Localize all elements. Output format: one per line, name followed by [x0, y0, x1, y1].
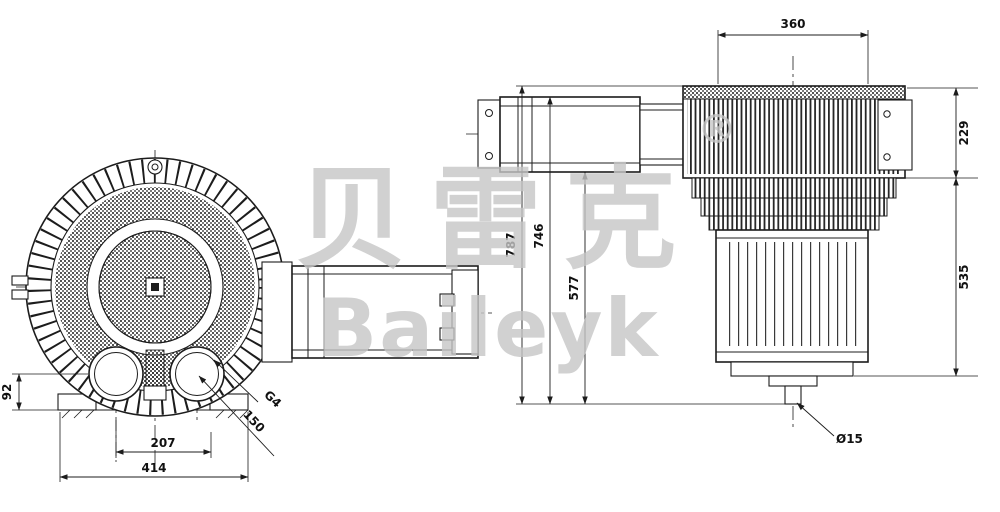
shaft-end: [784, 385, 802, 405]
dim-207: 207: [115, 420, 212, 458]
dim-787-label: 787: [504, 232, 518, 257]
dim-746-label: 746: [532, 223, 546, 248]
dim-g4-label: G4: [261, 388, 284, 411]
dim-787: 787: [504, 85, 785, 405]
top-bolt: [147, 159, 163, 175]
dim-92-label: 92: [0, 384, 14, 401]
dim-92: 92: [0, 373, 88, 411]
left-port-lug: [11, 275, 29, 286]
blower-housing-front: [11, 157, 285, 417]
dim-229-label: 229: [957, 120, 971, 145]
dim-207-label: 207: [150, 436, 175, 450]
dim-535: 535: [953, 177, 971, 377]
side-flange-plate: [877, 99, 913, 171]
watermark-chinese: 贝雷克: [295, 155, 698, 285]
motor-box-front: [261, 261, 479, 363]
dim-577-label: 577: [567, 275, 581, 300]
dim-414-label: 414: [141, 461, 166, 475]
dim-414: 414: [59, 412, 249, 482]
dim-746: 746: [532, 96, 553, 405]
dim-15-label: Ø15: [836, 432, 863, 446]
dim-15: Ø15: [796, 402, 863, 446]
watermark: 贝雷克 Baileyk ®: [295, 107, 737, 375]
dim-535-label: 535: [957, 264, 971, 289]
stepped-fin-rings: [691, 177, 897, 231]
front-view: 92 207 414 150 G4: [0, 150, 492, 482]
blower-housing-side: [682, 85, 913, 179]
dim-360: 360: [717, 17, 869, 84]
dim-577: 577: [567, 171, 588, 405]
side-view: 360 229 535 787 746 577 Ø15: [466, 17, 978, 446]
inlet-outlet-ports: [88, 346, 225, 402]
registered-trademark-icon: ®: [697, 107, 737, 153]
watermark-latin: Baileyk: [316, 282, 659, 375]
motor-body-side: [715, 229, 869, 405]
dim-360-label: 360: [780, 17, 805, 31]
dim-150-label: 150: [240, 407, 267, 435]
